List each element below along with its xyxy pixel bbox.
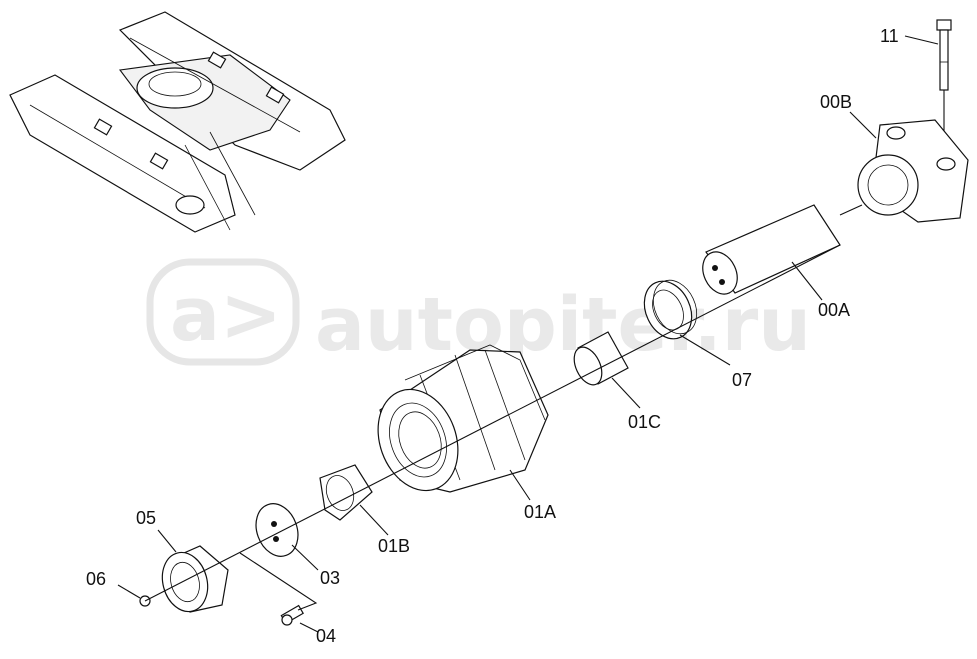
callout-labels: 11 00B 00A 07 01C 01A 01B 05 03 06 04 xyxy=(86,26,899,646)
part-01C-bushing xyxy=(573,331,629,386)
callout-01A: 01A xyxy=(524,502,556,522)
callout-07: 07 xyxy=(732,370,752,390)
callout-00A: 00A xyxy=(818,300,850,320)
watermark: a> autopiter.ru xyxy=(146,258,811,368)
callout-01C: 01C xyxy=(628,412,661,432)
part-11-bolt xyxy=(936,19,952,132)
part-04-bolt xyxy=(280,604,304,626)
callout-06: 06 xyxy=(86,569,106,589)
watermark-logo-box xyxy=(146,258,300,366)
callout-04: 04 xyxy=(316,626,336,646)
track-frame-illustration xyxy=(9,11,346,233)
part-01A-roller xyxy=(377,344,549,493)
part-07-seal xyxy=(643,279,698,340)
watermark-logo-mark: a> xyxy=(170,272,282,358)
callout-00B: 00B xyxy=(820,92,852,112)
callout-01B: 01B xyxy=(378,536,410,556)
watermark-text: autopiter.ru xyxy=(315,282,811,368)
part-00B-bracket xyxy=(857,119,969,223)
callout-11: 11 xyxy=(880,26,899,46)
callout-03: 03 xyxy=(320,568,340,588)
assembly-axis xyxy=(144,244,841,602)
part-05-cap xyxy=(161,545,229,613)
part-03-plate xyxy=(255,503,299,557)
part-01B-collar xyxy=(319,464,373,521)
callout-05: 05 xyxy=(136,508,156,528)
leader-lines xyxy=(117,35,939,633)
